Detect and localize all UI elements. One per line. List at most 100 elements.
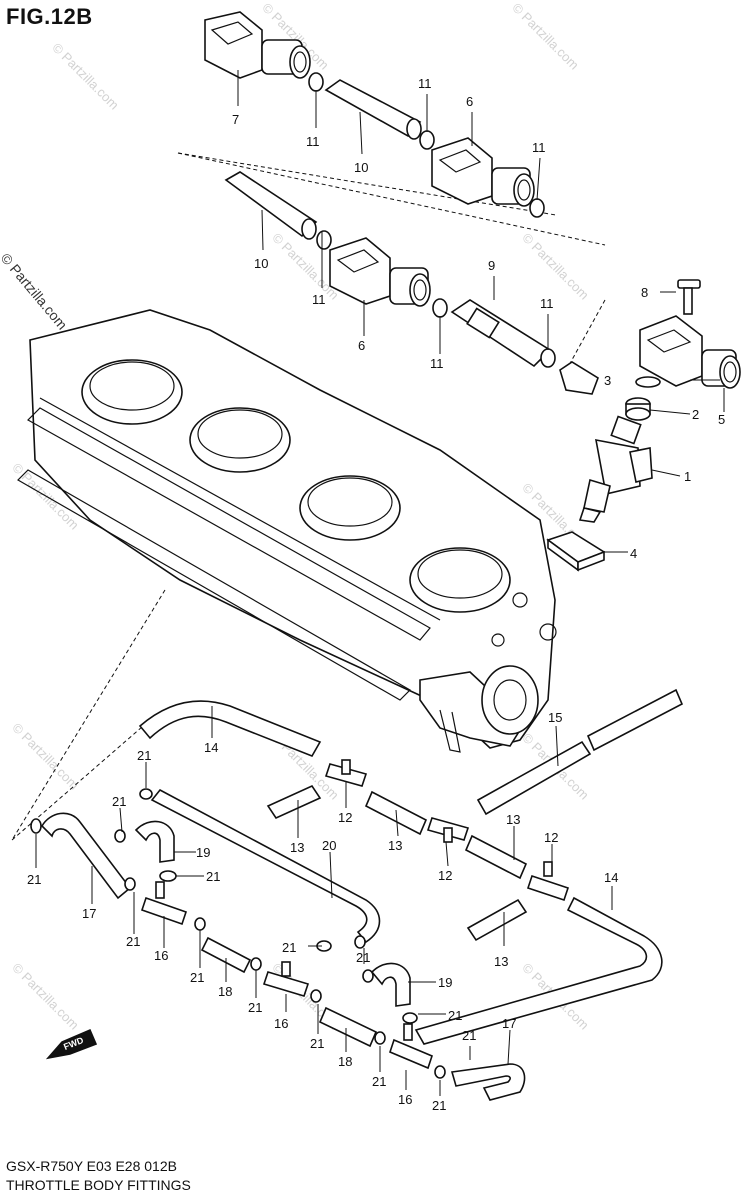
- o-ring-part-11: [432, 298, 448, 318]
- callout-label: 21: [448, 1008, 462, 1023]
- callout-label: 6: [466, 94, 473, 109]
- callout-label: 21: [112, 794, 126, 809]
- callout-label: 11: [532, 140, 546, 155]
- hose-part-13: [464, 834, 528, 880]
- callout-label: 21: [126, 934, 140, 949]
- callout-label: 6: [358, 338, 365, 353]
- three-way-joint-part-16: [140, 881, 188, 926]
- assembly-guide-line: [177, 152, 557, 216]
- callout-label: 19: [196, 845, 210, 860]
- callout-label: 21: [310, 1036, 324, 1051]
- callout-label: 17: [82, 906, 96, 921]
- callout-label: 7: [232, 112, 239, 127]
- callout-label: 8: [641, 285, 648, 300]
- hose-part-19: [370, 962, 411, 1007]
- callout-label: 13: [290, 840, 304, 855]
- callout-label: 21: [248, 1000, 262, 1015]
- callout-label: 2: [692, 407, 699, 422]
- assembly-guide-line: [177, 152, 606, 246]
- seal-part-4: [546, 531, 606, 572]
- callout-label: 21: [206, 869, 220, 884]
- forward-direction-arrow: FWD: [45, 1028, 98, 1060]
- callout-label: 21: [137, 748, 151, 763]
- fuel-delivery-joint-part-6: [431, 137, 535, 207]
- fuel-pipe-part-9: [559, 361, 599, 395]
- hose-part-14: [414, 896, 663, 1045]
- callout-label: 11: [306, 134, 320, 149]
- callout-label: 5: [718, 412, 725, 427]
- callout-label: 10: [354, 160, 368, 175]
- callout-label: 13: [388, 838, 402, 853]
- screw-part-8: [677, 279, 701, 315]
- hose-part-17: [41, 812, 132, 900]
- callout-label: 11: [312, 292, 326, 307]
- hose-part-18: [318, 1006, 378, 1048]
- delivery-pipe-part-5: [639, 315, 741, 389]
- callout-label: 11: [540, 296, 554, 311]
- three-way-joint-part-16: [389, 1023, 433, 1070]
- assembly-guide-line: [561, 299, 606, 379]
- hose-part-20: [150, 788, 381, 944]
- o-ring-part-3: [635, 376, 661, 388]
- fuel-delivery-joint-part-7: [204, 11, 311, 79]
- fuel-pipe-part-10: [324, 79, 422, 140]
- callout-label: 12: [338, 810, 352, 825]
- callout-label: 12: [544, 830, 558, 845]
- callout-label: 16: [154, 948, 168, 963]
- o-ring-part-11: [529, 198, 545, 218]
- assembly-guide-line: [11, 589, 166, 841]
- o-ring-part-11: [419, 130, 435, 150]
- leader-lines: [35, 70, 725, 1096]
- callout-labels: 7 11 10 11 6 11 10 11 9 8 11 6 11 3 2 5 …: [27, 76, 725, 1113]
- callout-label: 21: [462, 1028, 476, 1043]
- callout-label: 11: [418, 76, 432, 91]
- callout-label: 21: [432, 1098, 446, 1113]
- model-code-line: GSX-R750Y E03 E28 012B: [6, 1158, 177, 1174]
- hose-part-18: [200, 936, 252, 974]
- callout-label: 18: [338, 1054, 352, 1069]
- fuel-pipe-part-10: [224, 171, 318, 240]
- figure-title: FIG.12B: [6, 4, 93, 29]
- callout-label: 21: [356, 950, 370, 965]
- three-way-joint-part-12: [526, 861, 570, 902]
- hose-clamp-part-21: [30, 788, 446, 1079]
- callout-label: 15: [548, 710, 562, 725]
- callout-label: 18: [218, 984, 232, 999]
- hose-part-13: [266, 784, 322, 820]
- callout-label: 13: [506, 812, 520, 827]
- three-way-joint-part-16: [262, 961, 310, 997]
- callout-label: 19: [438, 975, 452, 990]
- callout-label: 14: [204, 740, 218, 755]
- callout-label: 1: [684, 469, 691, 484]
- callout-label: 11: [430, 356, 444, 371]
- callout-label: 13: [494, 954, 508, 969]
- hose-part-13: [466, 898, 528, 942]
- callout-label: 12: [438, 868, 452, 883]
- callout-label: 10: [254, 256, 268, 271]
- three-way-joint-part-12: [324, 759, 368, 787]
- section-title: THROTTLE BODY FITTINGS: [6, 1177, 191, 1193]
- hose-part-15: [476, 740, 592, 816]
- cushion-part-2: [625, 397, 651, 421]
- callout-label: 21: [27, 872, 41, 887]
- callout-label: 21: [372, 1074, 386, 1089]
- hose-part-19: [134, 820, 175, 863]
- callout-label: 3: [604, 373, 611, 388]
- callout-label: 21: [282, 940, 296, 955]
- hose-part-14: [138, 700, 322, 757]
- fuel-injector-part-1: [578, 415, 653, 523]
- fuel-pipe-part-9: [450, 299, 552, 368]
- hose-part-15: [586, 688, 684, 752]
- callout-label: 21: [190, 970, 204, 985]
- callout-label: 16: [398, 1092, 412, 1107]
- callout-label: 9: [488, 258, 495, 273]
- o-ring-part-11: [540, 348, 556, 368]
- callout-label: 4: [630, 546, 637, 561]
- callout-label: 16: [274, 1016, 288, 1031]
- callout-label: 20: [322, 838, 336, 853]
- callout-label: 14: [604, 870, 618, 885]
- three-way-joint-part-12: [426, 817, 470, 843]
- o-ring-part-11: [308, 72, 324, 92]
- hose-part-17: [450, 1063, 526, 1101]
- fuel-delivery-joint-part-6: [329, 237, 431, 307]
